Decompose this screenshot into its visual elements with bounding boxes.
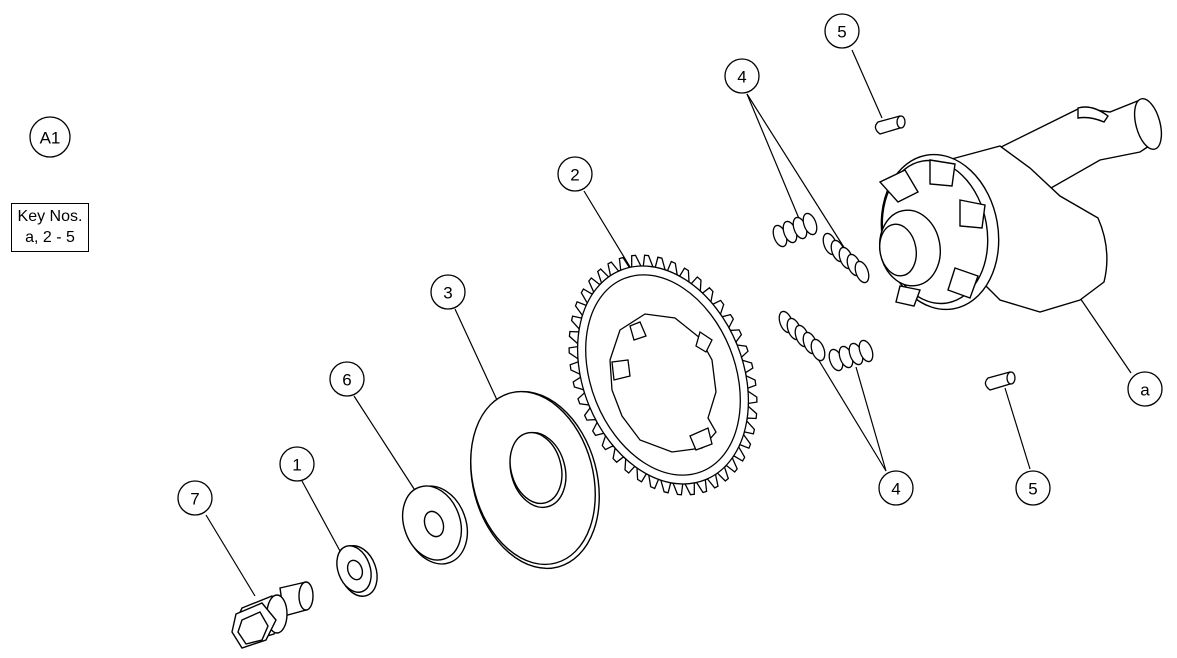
callout-5-upper: 5 [824, 13, 860, 49]
assembly-label: A1 [40, 129, 61, 148]
key-numbers-box: Key Nos. a, 2 - 5 [11, 203, 89, 252]
spring-coil [802, 212, 818, 236]
callout-1: 1 [279, 446, 315, 482]
callout-1-label: 1 [292, 456, 301, 475]
callout-4-upper: 4 [724, 58, 760, 94]
callout-5-upper-label: 5 [837, 23, 846, 42]
spring-lower-left [778, 310, 826, 362]
callout-3-label: 3 [443, 284, 452, 303]
callout-6: 6 [329, 361, 365, 397]
key-numbers-list: a, 2 - 5 [25, 229, 75, 246]
washer-medium-part [401, 485, 469, 565]
spring-lower-right [828, 339, 874, 372]
spring-coil [810, 338, 826, 362]
housing-part [878, 97, 1163, 313]
callout-6-label: 6 [342, 371, 351, 390]
washer-small-part [336, 545, 378, 597]
leader-4a-1 [746, 93, 801, 222]
callout-5-lower: 5 [1015, 470, 1051, 506]
callout-2-label: 2 [570, 166, 579, 185]
callout-4-upper-label: 4 [737, 68, 746, 87]
spring-coil [854, 260, 870, 284]
callout-3: 3 [430, 274, 466, 310]
leader-5b [1004, 387, 1031, 470]
callout-5-lower-label: 5 [1028, 480, 1037, 499]
leader-4b-2 [855, 366, 887, 472]
callout-a-label: a [1140, 381, 1150, 400]
flange-bolt-part [231, 581, 314, 649]
leader-4b-1 [814, 353, 887, 472]
key-numbers-title: Key Nos. [17, 208, 83, 225]
leader-5a [851, 49, 883, 119]
spring-upper-right [822, 232, 870, 284]
callout-4-lower: 4 [878, 470, 914, 506]
callout-assembly-a1: A1 [29, 116, 71, 158]
spring-coil [858, 339, 874, 363]
callout-7: 7 [177, 480, 213, 516]
callouts: A1 7 1 6 3 2 4 4 [29, 13, 1163, 516]
leader-a [1077, 294, 1132, 374]
callout-4-lower-label: 4 [891, 480, 900, 499]
callout-2: 2 [557, 156, 593, 192]
leader-4a-2 [746, 93, 846, 250]
thrust-washer-part [470, 390, 600, 570]
leader-3 [454, 308, 498, 401]
callout-a: a [1127, 371, 1163, 407]
springs-part [772, 212, 874, 372]
callout-7-label: 7 [190, 490, 199, 509]
leader-7 [205, 514, 256, 597]
gear-part [568, 254, 758, 496]
leader-1 [301, 480, 341, 552]
leader-6 [353, 395, 419, 496]
spring-upper-left [772, 212, 818, 248]
pins-part [874, 115, 1016, 391]
